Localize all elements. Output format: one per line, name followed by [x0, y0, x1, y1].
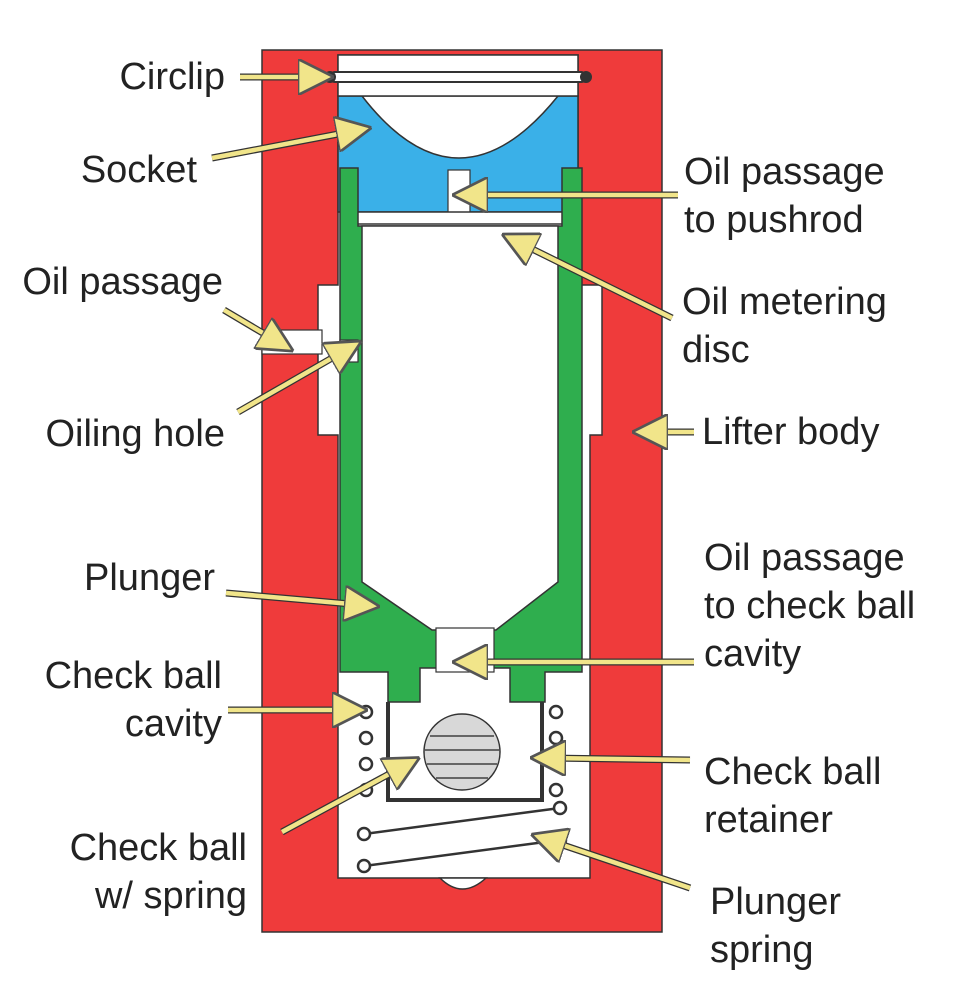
plunger-spring [356, 800, 568, 874]
label-circlip: Circlip [119, 56, 225, 98]
plunger [339, 167, 583, 703]
label-plunger: Plunger [84, 557, 215, 599]
lifter-bottom-cup [438, 877, 488, 890]
label-plunger-spring: Plunger spring [710, 881, 841, 971]
pushrod-oil-passage [447, 169, 471, 215]
arrow-icon [211, 77, 694, 891]
label-oil-passage: Oil passage [22, 261, 223, 303]
label-check-ball-cavity: Check ball cavity [44, 655, 222, 745]
oil-metering-disc [351, 211, 567, 225]
label-oiling-hole: Oiling hole [45, 413, 225, 455]
label-check-ball-spring: Check ball w/ spring [69, 827, 247, 917]
label-check-ball-retainer: Check ball retainer [704, 751, 882, 841]
label-lifter-body: Lifter body [702, 411, 880, 453]
label-oil-passage-pushrod: Oil passage to pushrod [684, 151, 885, 241]
label-oil-metering-disc: Oil metering disc [682, 281, 887, 371]
label-socket: Socket [80, 149, 197, 191]
label-oil-passage-check-ball: Oil passage to check ball cavity [704, 537, 916, 675]
oil-passage-hole [261, 329, 323, 355]
circlip [324, 54, 592, 97]
check-ball-icon [423, 713, 501, 791]
